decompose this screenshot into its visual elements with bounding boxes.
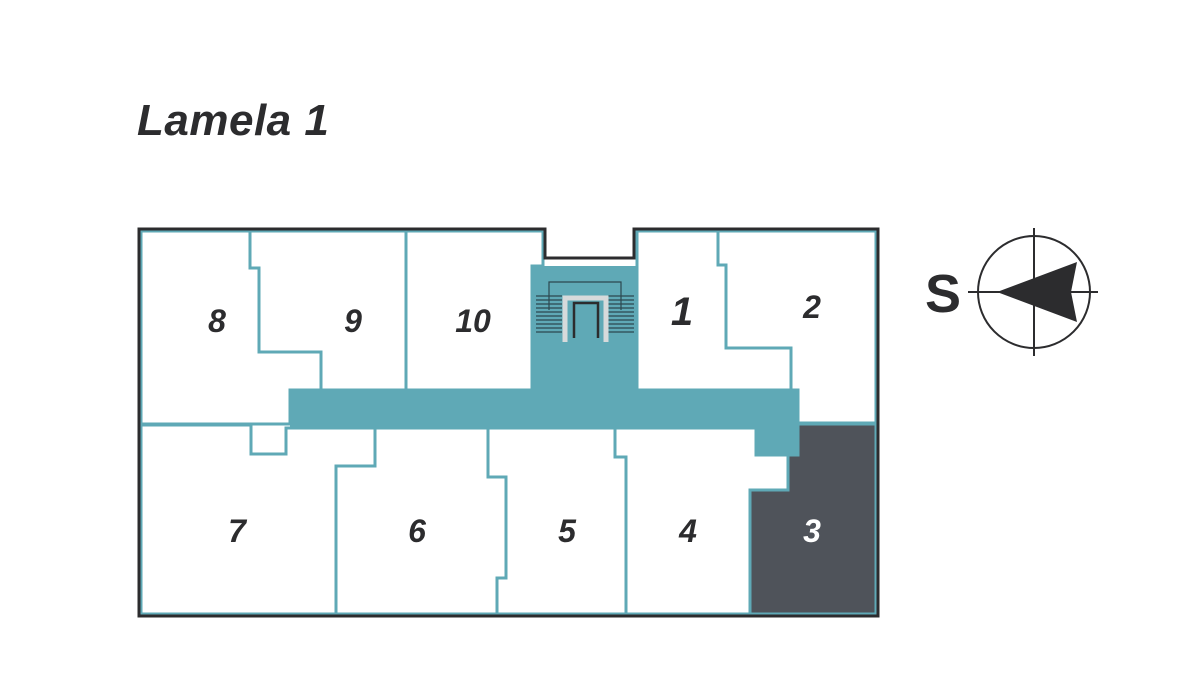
unit-2-label: 2 — [802, 289, 821, 325]
unit-1-label: 1 — [671, 290, 693, 334]
corridor — [290, 266, 798, 455]
unit-6-label: 6 — [408, 513, 426, 549]
compass-direction-label: S — [925, 264, 961, 324]
unit-2[interactable]: 2 — [716, 229, 878, 425]
unit-3-label: 3 — [803, 513, 821, 549]
unit-7-label: 7 — [228, 513, 248, 549]
unit-3-shape — [748, 422, 878, 616]
unit-5[interactable]: 5 — [486, 426, 628, 616]
compass: S — [925, 228, 1098, 356]
unit-8-label: 8 — [208, 303, 226, 339]
unit-3[interactable]: 3 — [748, 422, 878, 616]
unit-5-label: 5 — [558, 513, 577, 549]
unit-5-shape — [486, 426, 628, 616]
stairs-elevator-icon — [536, 281, 634, 342]
unit-10[interactable]: 10 — [404, 229, 545, 392]
page-title: Lamela 1 — [137, 96, 330, 145]
compass-arrow-icon — [968, 228, 1098, 356]
unit-10-label: 10 — [455, 303, 491, 339]
unit-9-label: 9 — [344, 303, 362, 339]
unit-4-label: 4 — [678, 513, 697, 549]
building-outline-top — [137, 227, 880, 618]
unit-9[interactable]: 9 — [248, 229, 408, 392]
